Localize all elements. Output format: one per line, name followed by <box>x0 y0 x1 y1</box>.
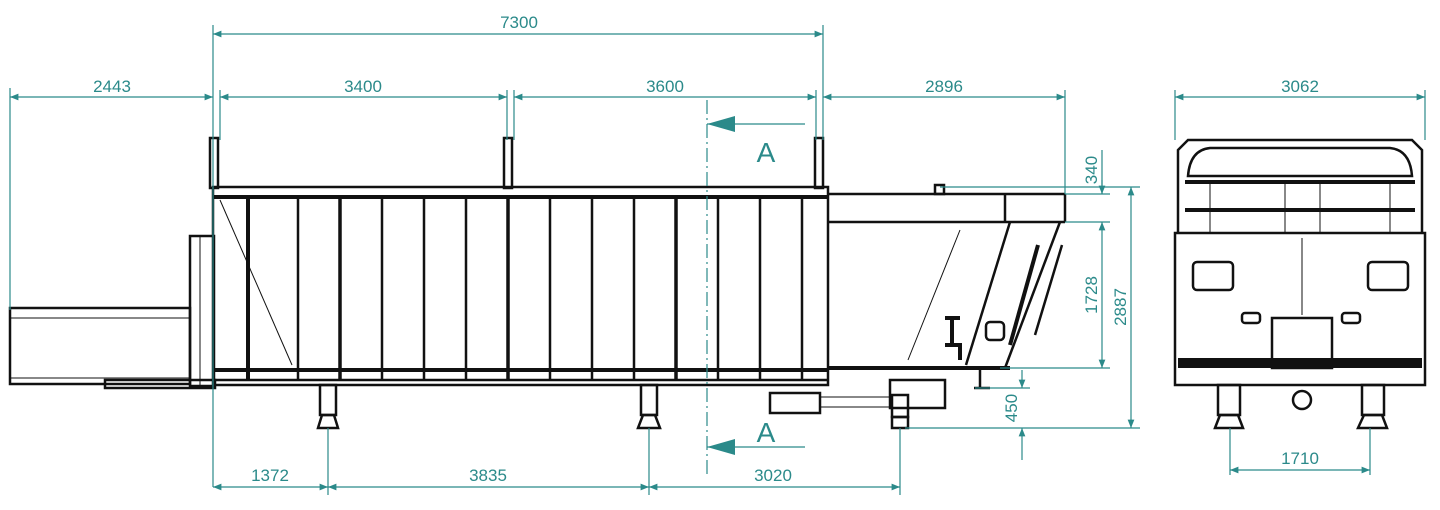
foot <box>316 383 340 430</box>
dim-foot-3: 3020 <box>754 466 792 485</box>
section-mark-top: A <box>757 137 776 168</box>
dim-ground-clearance: 450 <box>1002 394 1021 422</box>
section-mark-bottom: A <box>757 417 776 448</box>
foot <box>636 383 662 430</box>
dim-section-2: 3600 <box>646 77 684 96</box>
dim-feet-spacing: 1710 <box>1281 449 1319 468</box>
side-view <box>8 136 1067 430</box>
dim-foot-1: 1372 <box>251 466 289 485</box>
dim-end-width: 3062 <box>1281 77 1319 96</box>
end-view <box>1173 138 1427 430</box>
foot <box>890 393 910 430</box>
main-container <box>208 136 830 387</box>
dim-height-inner: 1728 <box>1082 276 1101 314</box>
dimension-lines <box>9 25 1426 495</box>
dim-top-offset: 340 <box>1082 156 1101 184</box>
dim-right-extension: 2896 <box>925 77 963 96</box>
left-platform <box>8 234 217 390</box>
dim-section-1: 3400 <box>344 77 382 96</box>
dim-left-platform: 2443 <box>93 77 131 96</box>
dimension-labels: 7300 2443 3400 3600 2896 3062 1372 3835 … <box>93 13 1319 485</box>
dim-overall-length: 7300 <box>500 13 538 32</box>
dim-foot-2: 3835 <box>469 466 507 485</box>
dim-height-total: 2887 <box>1111 288 1130 326</box>
